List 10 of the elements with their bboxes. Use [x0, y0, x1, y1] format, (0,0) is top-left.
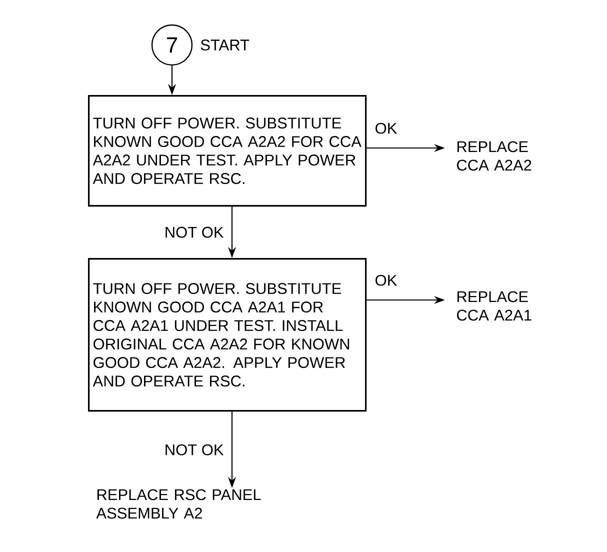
result-text: REPLACE CCA A2A2	[457, 141, 532, 171]
process-box: TURN OFF POWER. SUBSTITUTE KNOWN GOOD CCA A2A1 FOR CCA A2A1 UNDER TEST. INSTALL ORIGINAL CCA A2A2 FOR KNOWN GOOD CCA A2A2. APPLY POWER AND OPERATE RSC.	[88, 258, 367, 412]
edge-label: NOT OK	[162, 442, 226, 458]
edge-label: OK	[372, 120, 400, 136]
result-text: REPLACE CCA A2A1	[457, 291, 532, 321]
edge-label: NOT OK	[162, 224, 226, 240]
result-text: REPLACE RSC PANEL ASSEMBLY A2	[96, 489, 261, 519]
edge-label: OK	[372, 272, 400, 288]
process-box: TURN OFF POWER. SUBSTITUTE KNOWN GOOD CCA A2A2 FOR CCA A2A2 UNDER TEST. APPLY POWER AND OPERATE RSC.	[88, 95, 367, 207]
start-label: START	[200, 40, 250, 50]
